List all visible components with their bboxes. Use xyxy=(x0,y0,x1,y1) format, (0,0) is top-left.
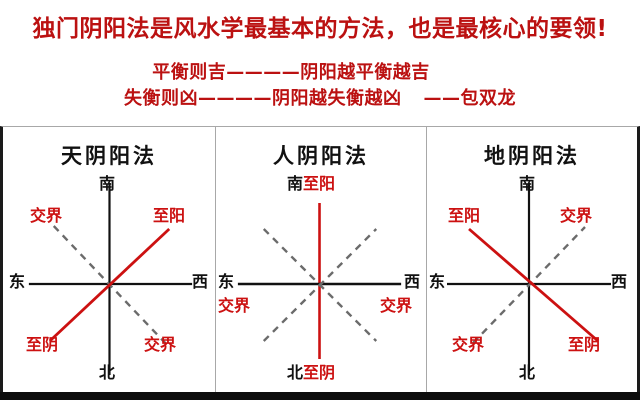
panel-1-label-north: 北 xyxy=(99,363,116,382)
panel-3-label-north: 北 xyxy=(519,363,536,382)
panel-2-title: 人阴阳法 xyxy=(273,144,369,168)
panel-2-label-south-key: 南 xyxy=(287,174,304,193)
panel-2-diagram xyxy=(216,161,426,393)
panel-3-label-bottom-left: 交界 xyxy=(452,335,485,354)
panel-2-label-north-value: 至阴 xyxy=(303,363,336,382)
panel-2-dashed-diagonal-b xyxy=(262,228,378,342)
panel-3-label-east: 东 xyxy=(429,272,446,291)
panel-1-label-south: 南 xyxy=(99,174,116,193)
panel-3-label-bottom-right: 至阴 xyxy=(568,335,601,354)
header-block: 独门阴阳法是风水学最基本的方法，也是最核心的要领! 平衡则吉————阴阳越平衡越… xyxy=(0,0,640,124)
panel-3-label-west: 西 xyxy=(611,272,628,291)
panel-2-label-east: 东 xyxy=(218,272,235,291)
inauspicious-rule-line: 失衡则凶————阴阳越失衡越凶 ——包双龙 xyxy=(0,88,640,110)
panel-1-diagram xyxy=(3,161,215,393)
panel-1-label-top-right: 至阳 xyxy=(153,206,186,225)
panel-tian-yinyang: 天阴阳法 南 北 东 西 交界 至阳 至阴 xyxy=(3,127,216,392)
page-title: 独门阴阳法是风水学最基本的方法，也是最核心的要领! xyxy=(32,16,608,42)
panel-3-diagram xyxy=(427,161,637,393)
panel-3-title: 地阴阳法 xyxy=(484,144,580,168)
author-attribution: ——包双龙 xyxy=(423,88,516,109)
panel-3-label-top-left: 至阳 xyxy=(448,206,481,225)
panel-3-solid-diagonal xyxy=(468,227,599,343)
panel-ren-yinyang: 人阴阳法 南至阳 北至阴 东 交界 xyxy=(216,127,427,392)
panel-1-label-west: 西 xyxy=(192,272,209,291)
panel-3-label-south: 南 xyxy=(519,174,536,193)
panel-2-label-south: 南至阳 xyxy=(287,175,335,192)
inauspicious-rule-text: 失衡则凶————阴阳越失衡越凶 xyxy=(124,88,402,109)
panel-2-label-south-value: 至阳 xyxy=(303,174,336,193)
panel-2-label-north: 北至阴 xyxy=(287,364,335,381)
panel-1-label-top-left: 交界 xyxy=(30,206,63,225)
auspicious-rule-line: 平衡则吉————阴阳越平衡越吉 xyxy=(152,62,430,83)
bottom-border-bar xyxy=(0,392,640,400)
panel-1-label-bottom-left: 至阴 xyxy=(26,335,59,354)
panel-1-label-east: 东 xyxy=(9,272,26,291)
panel-2-label-north-key: 北 xyxy=(287,363,304,382)
panel-3-label-top-right: 交界 xyxy=(560,206,593,225)
panel-di-yinyang: 地阴阳法 南 北 东 西 至阳 交界 交界 至阴 xyxy=(427,127,637,392)
panel-2-label-west-value: 交界 xyxy=(380,296,413,315)
panel-1-title: 天阴阳法 xyxy=(61,144,157,168)
panel-3-dashed-diagonal xyxy=(472,226,586,344)
panel-1-label-bottom-right: 交界 xyxy=(144,335,177,354)
panel-2-label-west: 西 xyxy=(404,272,421,291)
panel-1-solid-diagonal xyxy=(48,227,171,343)
panel-2-label-east-value: 交界 xyxy=(218,296,251,315)
diagram-panel-row: 天阴阳法 南 北 东 西 交界 至阳 至阴 xyxy=(0,126,640,392)
